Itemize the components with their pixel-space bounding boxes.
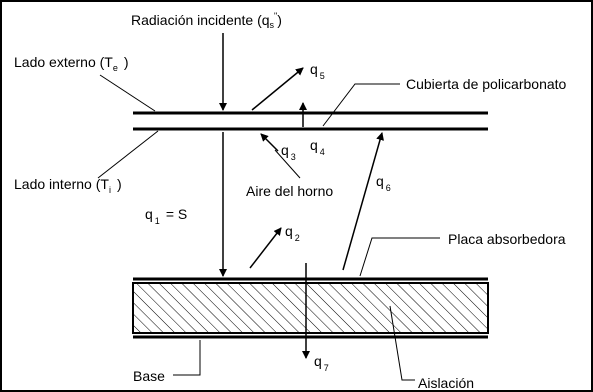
insulation-block (132, 282, 489, 334)
label-aislacion: Aislación (418, 375, 474, 391)
label-lado-externo: Lado externo (Te) (14, 54, 129, 73)
leader-lado-externo (99, 74, 156, 112)
arrow-q6 (342, 132, 384, 271)
leader-base (173, 340, 201, 376)
leader-lado-interno (97, 130, 159, 179)
leader-placa (359, 237, 440, 277)
label-cubierta: Cubierta de policarbonato (406, 76, 567, 92)
leader-aire (274, 149, 301, 179)
label-lado-interno: Lado interno (Ti) (14, 176, 122, 195)
label-base: Base (133, 368, 165, 384)
leader-cubierta (322, 83, 400, 127)
label-radiacion-incidente: Radiación incidente (qs") (131, 11, 282, 30)
leader-aislacion (389, 305, 415, 381)
label-aire-del-horno: Aire del horno (246, 183, 333, 199)
arrow-q5 (251, 67, 304, 111)
label-placa-absorbedora: Placa absorbedora (448, 231, 566, 247)
arrow-q2 (249, 227, 282, 269)
arrow-q3 (260, 133, 279, 152)
